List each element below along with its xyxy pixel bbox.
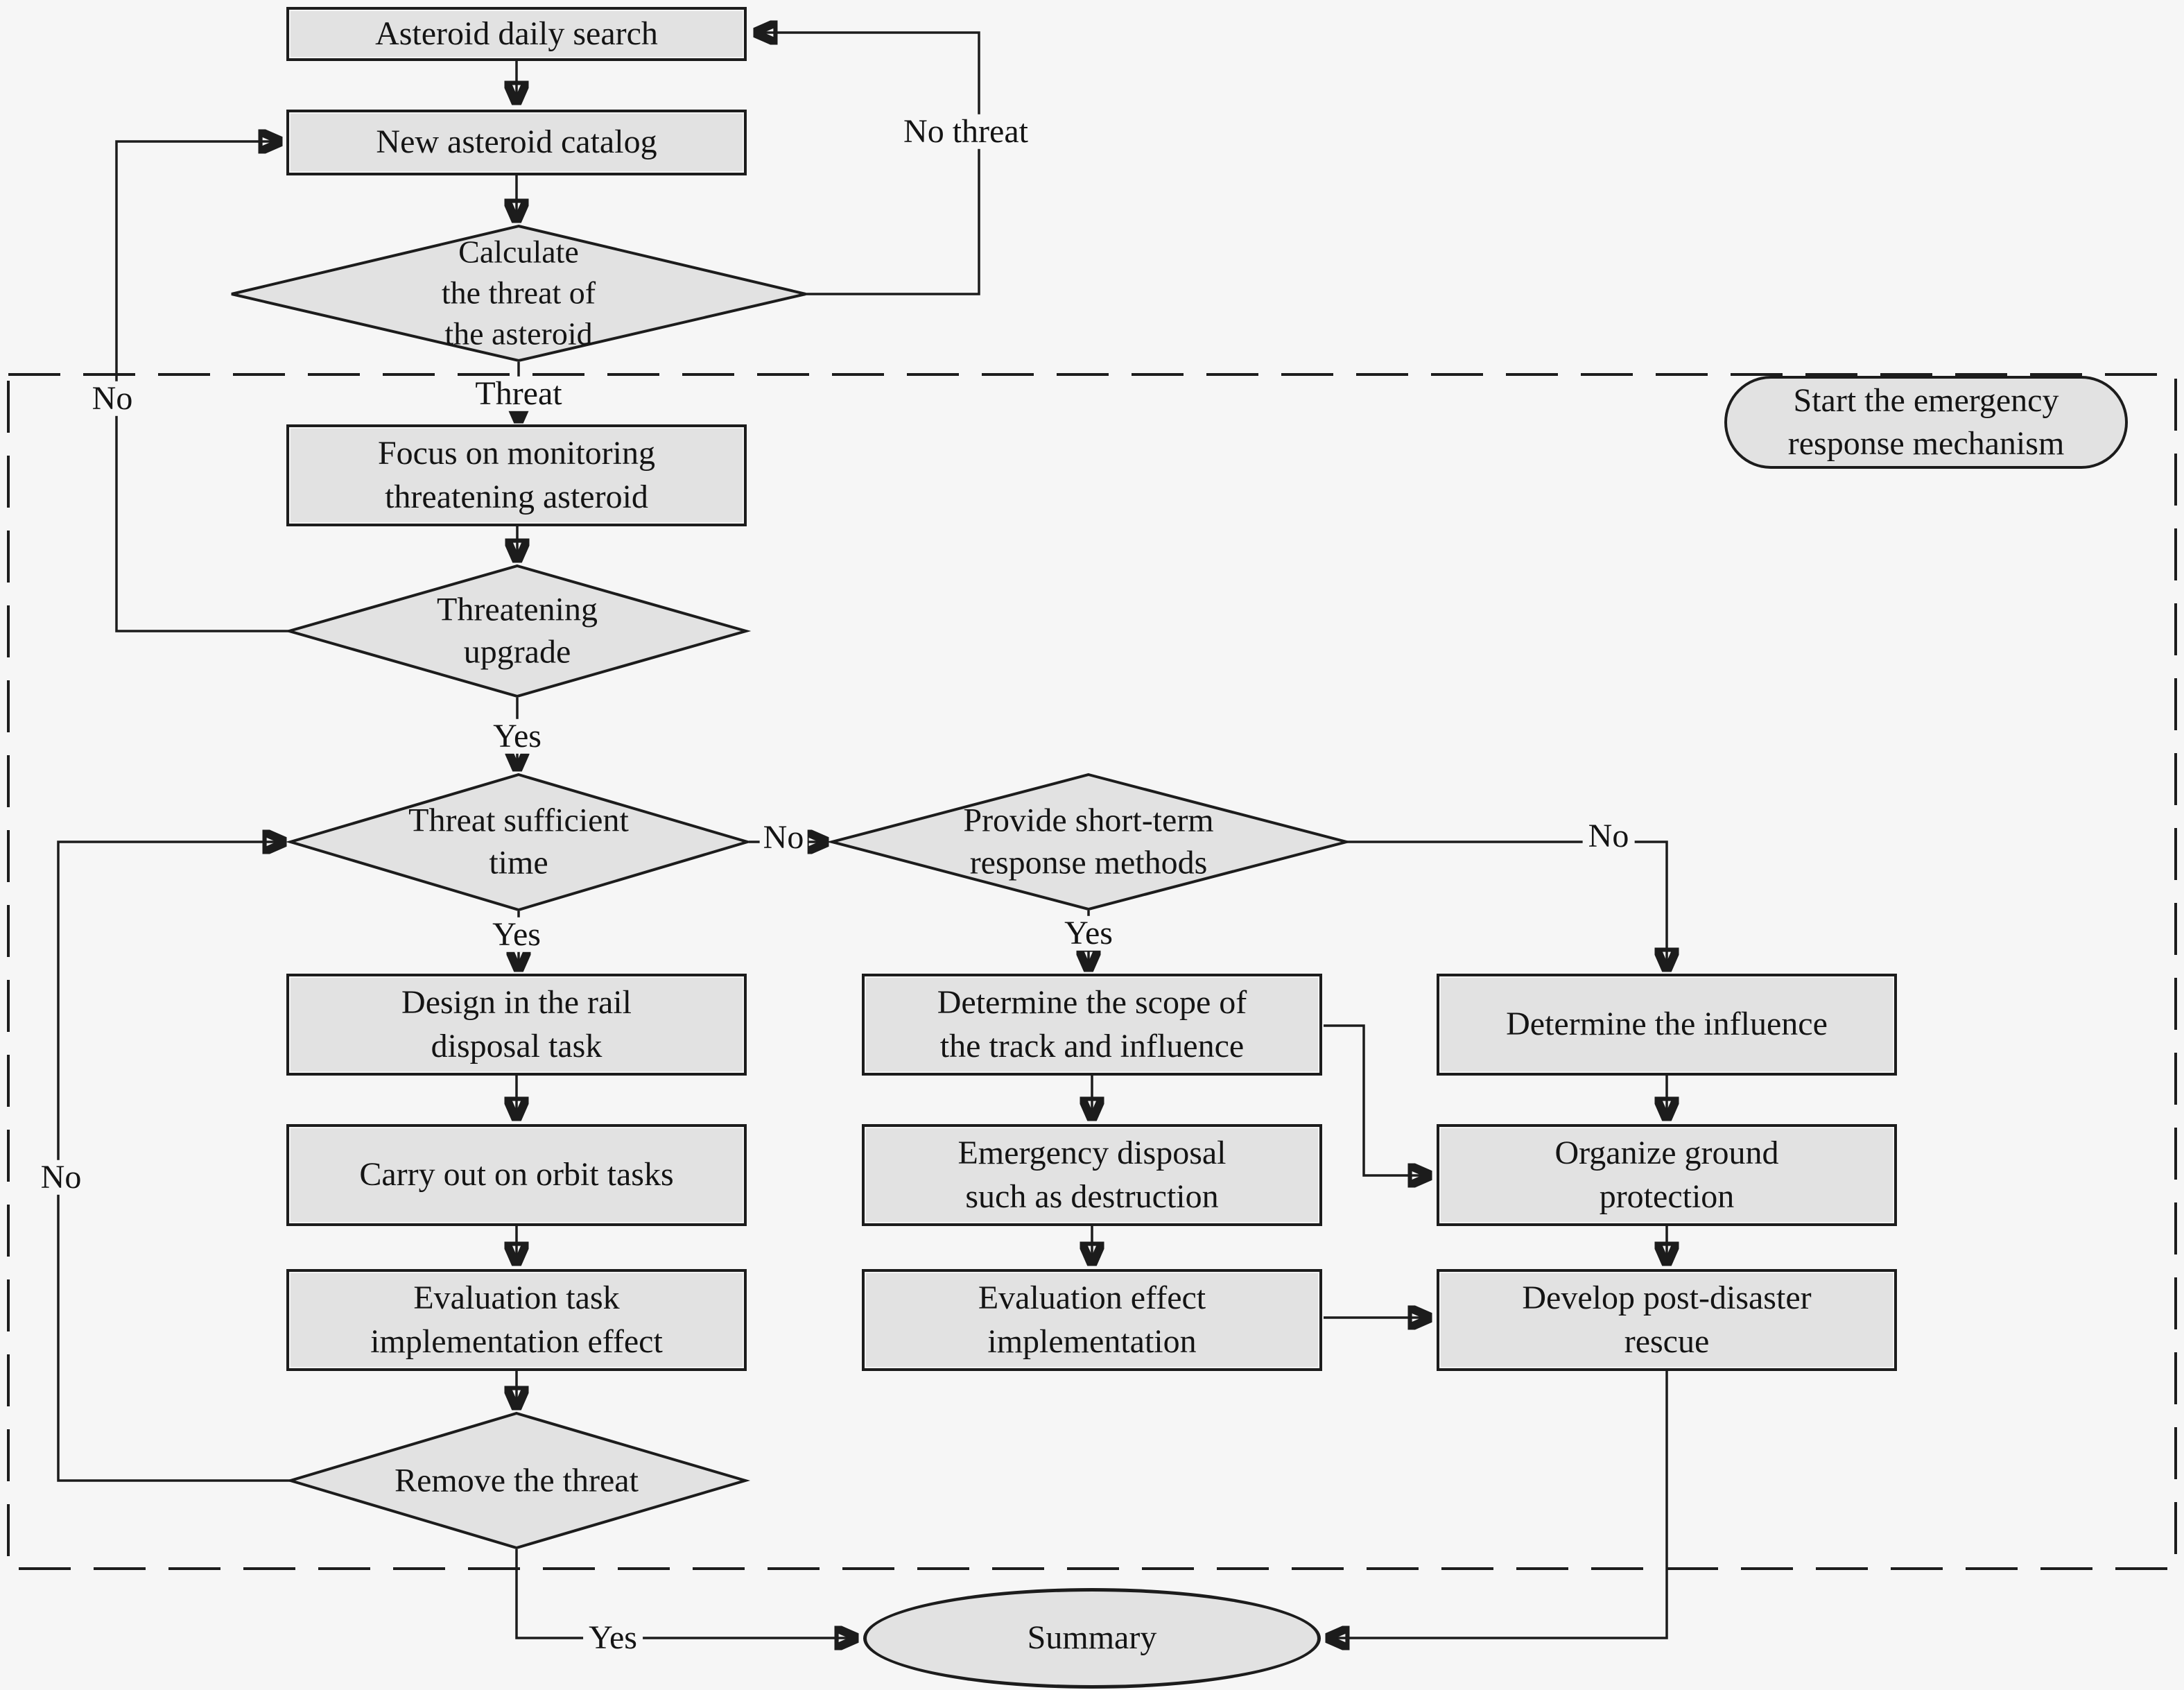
process-label: Determine the scope of the track and inf… xyxy=(937,984,1247,1064)
terminal-label: Summary xyxy=(1027,1619,1157,1657)
edge-scope-to-organize xyxy=(1324,1024,1430,1175)
process-label: Focus on monitoring threatening asteroid xyxy=(377,435,655,515)
edge-label-no-provide: No xyxy=(1582,818,1635,854)
edge-remove-no-loop xyxy=(57,842,291,1482)
process-develop-post-disaster-rescue: Develop post-disaster rescue xyxy=(1437,1269,1897,1371)
edge-label-no-remove: No xyxy=(35,1159,87,1196)
edge-label-no-time: No xyxy=(759,820,808,856)
process-label: Emergency disposal such as destruction xyxy=(957,1135,1227,1215)
edge-label-threat: Threat xyxy=(469,376,568,412)
process-organize-ground-protection: Organize ground protection xyxy=(1437,1124,1897,1226)
edge-upgrade-no-loop xyxy=(115,141,291,632)
edge-label-no-threat: No threat xyxy=(898,114,1034,150)
threatening-upgrade-label: Threatening upgrade xyxy=(437,591,598,671)
provide-short-term-label: Provide short-term response methods xyxy=(963,802,1214,881)
threatening-upgrade-diamond xyxy=(284,564,752,698)
process-label: Design in the rail disposal task xyxy=(401,984,632,1064)
threat-sufficient-time-diamond xyxy=(285,773,753,912)
process-asteroid-daily-search: Asteroid daily search xyxy=(286,7,747,61)
process-label: New asteroid catalog xyxy=(376,123,657,161)
edge-label-yes-provide: Yes xyxy=(1059,915,1118,951)
process-determine-influence: Determine the influence xyxy=(1437,974,1897,1076)
process-label: Carry out on orbit tasks xyxy=(359,1156,674,1193)
edge-remove-yes-to-summary xyxy=(515,1549,856,1638)
edge-no-threat-loop xyxy=(756,33,980,295)
process-design-rail-disposal: Design in the rail disposal task xyxy=(286,974,747,1076)
edge-label-yes-upgrade: Yes xyxy=(487,718,547,755)
process-new-asteroid-catalog: New asteroid catalog xyxy=(286,110,747,175)
remove-threat-diamond xyxy=(285,1411,751,1550)
edge-label-no-upgrade: No xyxy=(86,381,139,417)
process-label: Develop post-disaster rescue xyxy=(1522,1279,1812,1360)
process-label: Evaluation effect implementation xyxy=(978,1279,1206,1360)
process-evaluation-effect-implementation: Evaluation effect implementation xyxy=(862,1269,1322,1371)
threat-sufficient-time-label: Threat sufficient time xyxy=(408,802,629,881)
process-focus-monitoring: Focus on monitoring threatening asteroid xyxy=(286,424,747,526)
process-carry-out-orbit-tasks: Carry out on orbit tasks xyxy=(286,1124,747,1226)
edge-label-yes-time: Yes xyxy=(487,917,546,953)
terminal-label: Start the emergency response mechanism xyxy=(1787,381,2065,462)
process-label: Organize ground protection xyxy=(1554,1135,1779,1215)
emergency-boundary-dashed-rect xyxy=(7,373,2177,1570)
calculate-threat-label: Calculate the threat of the asteroid xyxy=(441,234,596,352)
provide-short-term-diamond xyxy=(826,773,1352,911)
terminal-summary: Summary xyxy=(863,1588,1321,1689)
edge-label-yes-summary: Yes xyxy=(583,1620,643,1656)
edge-provide-no-to-influence xyxy=(1346,840,1667,969)
terminal-start-emergency-response: Start the emergency response mechanism xyxy=(1724,376,2128,469)
edge-develop-to-summary xyxy=(1328,1371,1668,1638)
calculate-threat-diamond xyxy=(231,224,806,363)
process-label: Determine the influence xyxy=(1506,1006,1828,1043)
process-label: Asteroid daily search xyxy=(375,15,658,52)
process-emergency-disposal: Emergency disposal such as destruction xyxy=(862,1124,1322,1226)
process-determine-scope-track: Determine the scope of the track and inf… xyxy=(862,974,1322,1076)
process-evaluation-task-effect: Evaluation task implementation effect xyxy=(286,1269,747,1371)
process-label: Evaluation task implementation effect xyxy=(370,1279,663,1360)
remove-threat-label: Remove the threat xyxy=(395,1462,639,1499)
